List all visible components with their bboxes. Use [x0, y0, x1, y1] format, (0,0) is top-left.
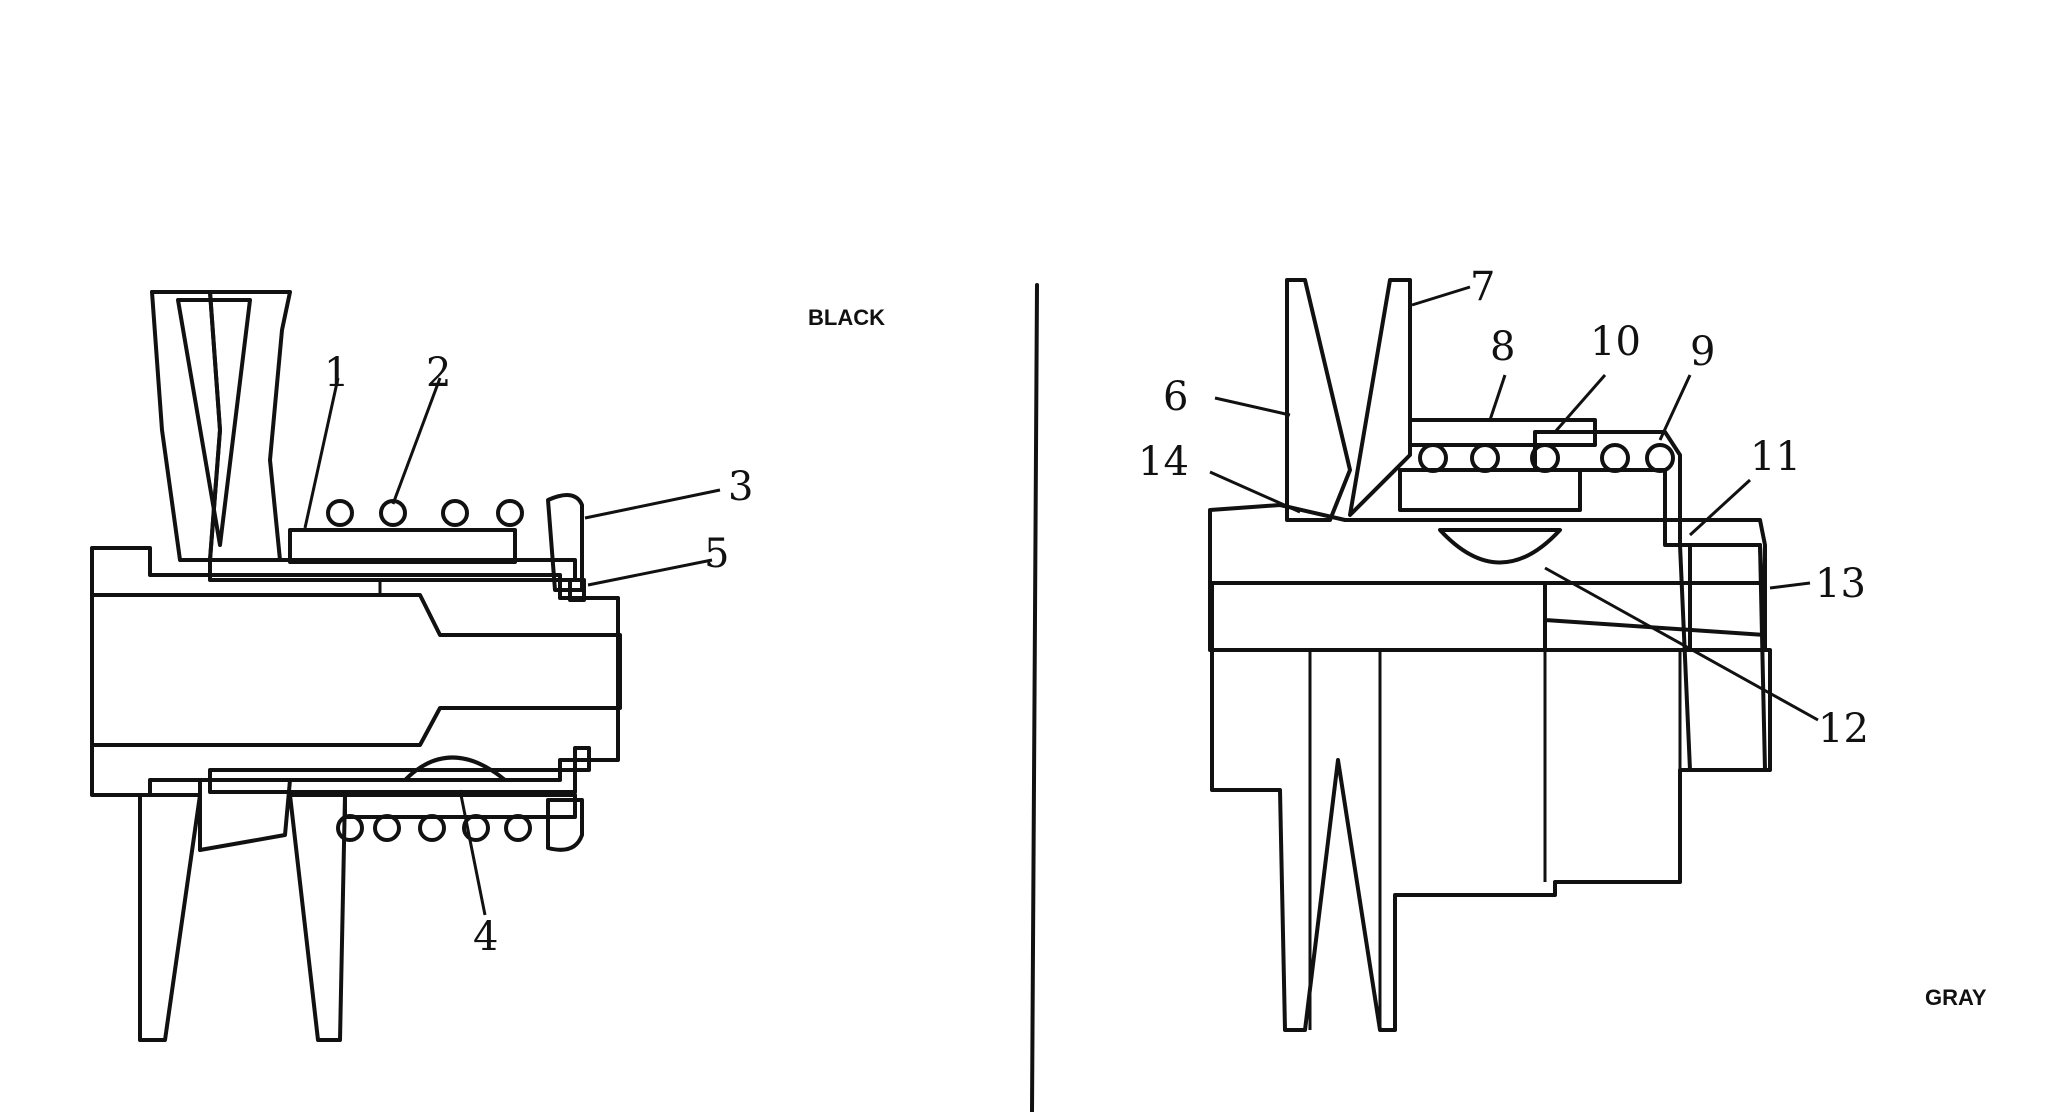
callout-7: 7: [1470, 264, 1495, 310]
callout-11: 11: [1750, 434, 1801, 480]
right-ball-detent: [1438, 528, 1562, 565]
left-ball-detent: [403, 755, 507, 782]
left-retainer-cup: [546, 493, 584, 592]
right-outer-flange: [1285, 278, 1352, 522]
right-pulley-gray: [1208, 278, 1819, 1032]
center-divider: [1030, 283, 1039, 1112]
tag-gray: GRAY: [1925, 985, 1987, 1010]
callout-1: 1: [324, 350, 349, 396]
right-bore: [1210, 581, 1547, 652]
left-lower-flange: [138, 793, 202, 1042]
left-upper-flange: [150, 290, 222, 562]
callout-10: 10: [1590, 319, 1641, 365]
callout-2: 2: [426, 350, 451, 396]
left-bore: [90, 593, 622, 747]
left-spring-top: [288, 499, 524, 564]
callout-4: 4: [473, 914, 498, 960]
callout-5: 5: [704, 531, 729, 577]
callout-12: 12: [1818, 706, 1869, 752]
right-spring-coils: [1398, 430, 1682, 547]
left-hub: [90, 546, 620, 797]
left-spring-bottom: [336, 746, 591, 852]
callout-14: 14: [1138, 439, 1189, 485]
callout-13: 13: [1815, 561, 1866, 607]
callout-8: 8: [1490, 324, 1515, 370]
callout-6: 6: [1163, 374, 1188, 420]
callout-9: 9: [1690, 329, 1715, 375]
callout-3: 3: [728, 464, 753, 510]
right-end-collar: [1678, 543, 1767, 772]
left-pulley-black: [90, 290, 721, 1042]
tag-black: BLACK: [808, 305, 885, 330]
